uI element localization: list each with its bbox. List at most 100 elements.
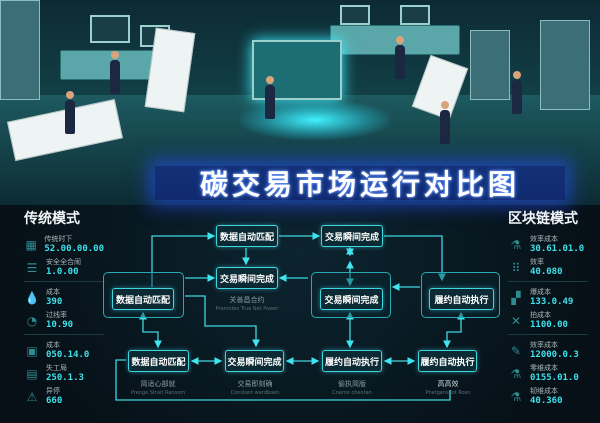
metric-label: 爆成本 bbox=[530, 287, 551, 296]
worker-figure bbox=[265, 76, 275, 119]
warning-icon: ⚠ bbox=[26, 389, 38, 404]
metric-label: 效率 bbox=[530, 257, 544, 266]
divider bbox=[24, 334, 104, 335]
node-bottom-instant[interactable]: 交易瞬间完成 bbox=[225, 350, 284, 372]
page-title: 碳交易市场运行对比图 bbox=[199, 168, 520, 201]
metric-label: 失工局 bbox=[46, 363, 67, 372]
monitor bbox=[340, 5, 370, 25]
caption-b1: 简适心部就 Prenge Strait Ransom bbox=[118, 380, 198, 398]
metric-value: 12000.0.3 bbox=[530, 349, 579, 360]
worker-figure bbox=[512, 71, 522, 114]
worker-figure bbox=[395, 36, 405, 79]
caption-zh: 交易即刻确 bbox=[237, 380, 273, 388]
node-right-exec[interactable]: 履约自动执行 bbox=[429, 288, 494, 310]
left-panel-title: 传统模式 bbox=[24, 211, 80, 227]
divider bbox=[508, 334, 588, 335]
caption-en: Constant wardboen bbox=[230, 390, 280, 396]
robot-icon: ▣ bbox=[26, 343, 38, 358]
metric-label: 过线率 bbox=[46, 310, 67, 319]
node-center-instant[interactable]: 交易瞬间完成 bbox=[320, 288, 383, 310]
caption-b2: 交易即刻确 Constant wardboen bbox=[215, 380, 295, 398]
metric-label: 拍成本 bbox=[530, 310, 551, 319]
metric-label: 效率成本 bbox=[530, 340, 558, 349]
metric-label: 成本 bbox=[46, 340, 60, 349]
flask-icon: ⚗ bbox=[510, 389, 522, 404]
gauge-icon: ◔ bbox=[26, 313, 38, 328]
metric-label: 安全全合闹 bbox=[46, 257, 81, 266]
tools-icon: ✕ bbox=[510, 313, 522, 328]
node-bottom-exec2[interactable]: 履约自动执行 bbox=[418, 350, 477, 372]
caption-mid: 关善昌合约 Promotes True Net Power bbox=[200, 296, 294, 314]
caption-b4: 高高效 Pnetgens lot Rosn bbox=[408, 380, 488, 398]
metric-value: 250.1.3 bbox=[46, 372, 84, 383]
server-icon: ▦ bbox=[25, 237, 37, 252]
beaker-icon: ⚗ bbox=[510, 366, 522, 381]
node-bottom-match[interactable]: 数据自动匹配 bbox=[128, 350, 189, 372]
metric-value: 0155.01.0 bbox=[530, 372, 579, 383]
caption-en: Prenge Strait Ransom bbox=[130, 390, 186, 396]
server-rack bbox=[470, 30, 510, 100]
metric-value: 660 bbox=[46, 395, 63, 406]
right-panel-title: 区块链模式 bbox=[508, 211, 578, 227]
divider bbox=[508, 281, 588, 282]
blocks-icon: ▞ bbox=[511, 290, 521, 305]
caption-zh: 简适心部就 bbox=[140, 380, 176, 388]
pen-icon: ✎ bbox=[510, 343, 522, 358]
metric-label: 韧维成本 bbox=[530, 386, 558, 395]
worker-figure bbox=[440, 101, 450, 144]
server-rack bbox=[540, 20, 590, 110]
caption-zh: 高高效 bbox=[437, 380, 459, 388]
worker-figure bbox=[110, 51, 120, 94]
node-bottom-exec[interactable]: 履约自动执行 bbox=[322, 350, 382, 372]
metric-value: 40.360 bbox=[530, 395, 563, 406]
monitor bbox=[400, 5, 430, 25]
title-banner: 碳交易市场运行对比图 bbox=[155, 166, 565, 201]
monitor bbox=[90, 15, 130, 43]
server-rack bbox=[0, 0, 40, 100]
caption-zh: 偷执简版 bbox=[338, 380, 366, 388]
caption-en: Promotes True Net Power bbox=[215, 306, 279, 312]
metric-value: 10.90 bbox=[46, 319, 74, 330]
caption-en: Pnetgens lot Rosn bbox=[425, 390, 471, 396]
divider bbox=[24, 281, 104, 282]
node-left-match[interactable]: 数据自动匹配 bbox=[112, 288, 174, 310]
drop-icon: 💧 bbox=[24, 290, 40, 305]
node-mid-instant[interactable]: 交易瞬间完成 bbox=[216, 267, 278, 289]
office-illustration bbox=[0, 0, 600, 205]
metric-value: 390 bbox=[46, 296, 63, 307]
caption-en: Cnemo chentan bbox=[332, 390, 372, 396]
metric-label: 效率成本 bbox=[530, 234, 558, 243]
caption-zh: 关善昌合约 bbox=[229, 296, 265, 304]
metric-label: 成本 bbox=[46, 287, 60, 296]
metric-label: 传统时下 bbox=[44, 234, 73, 243]
metric-label: 异停 bbox=[46, 386, 60, 395]
grid-icon: ⠿ bbox=[511, 260, 521, 275]
metric-value: 30.61.01.0 bbox=[530, 243, 585, 254]
metric-label: 零维成本 bbox=[530, 363, 558, 372]
caption-b3: 偷执简版 Cnemo chentan bbox=[312, 380, 392, 398]
metric-value: 40.080 bbox=[530, 266, 563, 277]
metric-value: 1100.00 bbox=[530, 319, 568, 330]
document-icon: ▤ bbox=[26, 366, 38, 381]
node-top-instant[interactable]: 交易瞬间完成 bbox=[321, 225, 383, 247]
metric-value: 52.00.00.00 bbox=[44, 243, 104, 254]
metric-value: 1.0.00 bbox=[46, 266, 79, 277]
node-top-match[interactable]: 数据自动匹配 bbox=[216, 225, 278, 247]
